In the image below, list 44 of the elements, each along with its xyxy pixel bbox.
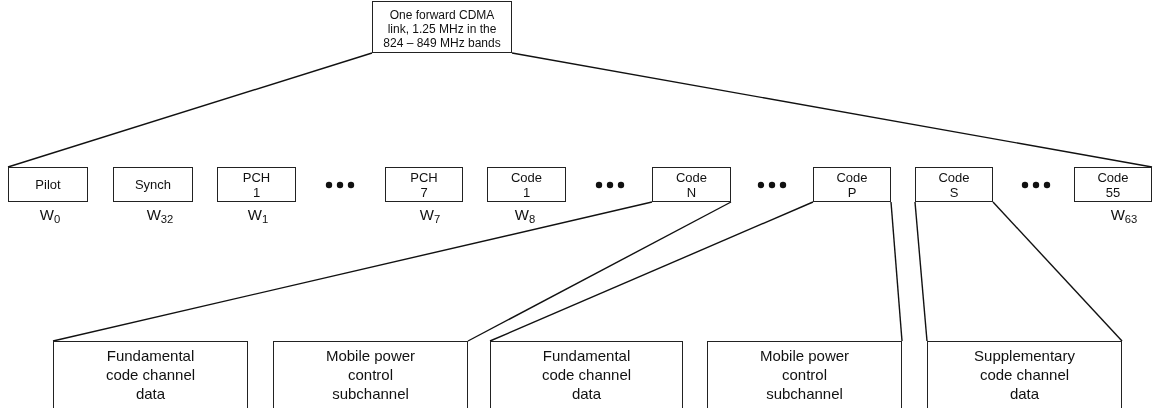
- channel-box: [8, 167, 88, 202]
- walsh-code-label: W$_{8}$: [514, 206, 536, 224]
- connector-line: [489, 201, 814, 342]
- link-box: [372, 1, 512, 53]
- node-text: Code P: [836, 169, 868, 200]
- walsh-code-label: W$_{63}$: [1110, 206, 1138, 224]
- connector-line: [914, 201, 928, 342]
- node-text: PCH 7: [410, 169, 438, 200]
- subchannel-box: [490, 341, 683, 408]
- channel-box: [915, 167, 993, 202]
- subchannel-box: [273, 341, 468, 408]
- channel-box: [487, 167, 566, 202]
- connector-line: [992, 201, 1123, 342]
- connector-line: [7, 52, 373, 168]
- node-text: Mobile power control subchannel: [758, 346, 851, 403]
- channel-box: [385, 167, 463, 202]
- walsh-code-label: W$_{7}$: [419, 206, 441, 224]
- channel-box: [652, 167, 731, 202]
- channel-box: [113, 167, 193, 202]
- connector-line: [467, 201, 732, 342]
- node-text: Code S: [938, 169, 970, 200]
- walsh-code-label: W$_{0}$: [39, 206, 61, 224]
- connector-line: [511, 52, 1153, 168]
- node-text: Fundamental code channel data: [540, 346, 633, 403]
- channel-box: [217, 167, 296, 202]
- connector-line: [52, 201, 653, 342]
- node-text: Code N: [675, 169, 708, 200]
- walsh-code-label: W$_{32}$: [146, 206, 174, 224]
- channel-box: [813, 167, 891, 202]
- node-text: Mobile power control subchannel: [324, 346, 417, 403]
- subchannel-box: [707, 341, 902, 408]
- channel-box: [1074, 167, 1152, 202]
- node-text: Code 55: [1097, 169, 1129, 200]
- subchannel-box: [927, 341, 1122, 408]
- node-text: One forward CDMA link, 1.25 MHz in the 824 – 849 MHz bands: [382, 7, 502, 50]
- node-text: PCH 1: [242, 169, 271, 200]
- subchannel-box: [53, 341, 248, 408]
- node-text: Fundamental code channel data: [104, 346, 197, 403]
- node-text: Synch: [134, 177, 172, 192]
- node-text: Pilot: [35, 177, 61, 192]
- node-text: Supplementary code channel data: [973, 346, 1076, 403]
- connector-line: [890, 201, 903, 342]
- node-text: Code 1: [510, 169, 543, 200]
- walsh-code-label: W$_{1}$: [247, 206, 269, 224]
